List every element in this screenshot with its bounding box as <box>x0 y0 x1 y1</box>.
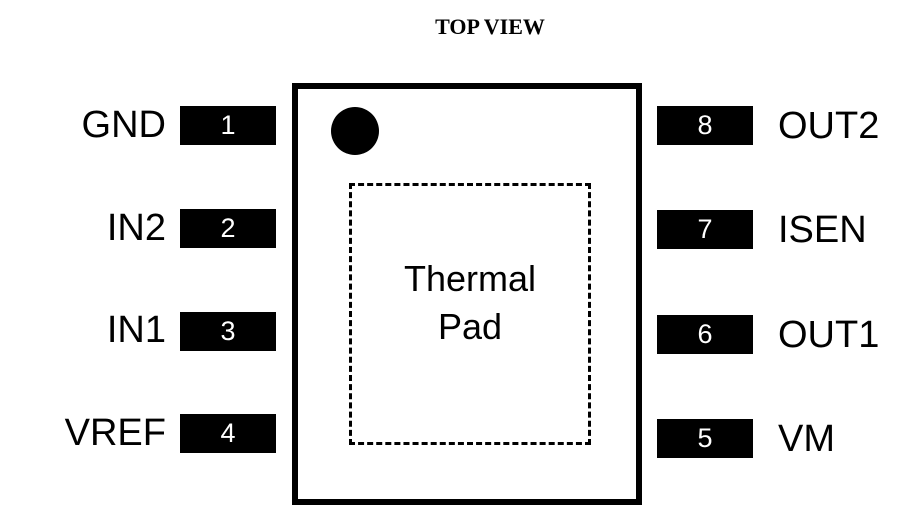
pin-8-label: OUT2 <box>778 105 880 147</box>
thermal-pad-label-line2: Pad <box>437 306 503 347</box>
pin-3: 3 <box>180 312 276 351</box>
pin-1: 1 <box>180 106 276 145</box>
pin-8: 8 <box>657 106 753 145</box>
pin1-indicator-dot <box>331 107 379 155</box>
pin-4: 4 <box>180 414 276 453</box>
pin-7: 7 <box>657 210 753 249</box>
pin-2: 2 <box>180 209 276 248</box>
pin-2-label: IN2 <box>106 207 166 249</box>
thermal-pad-label: Thermal Pad <box>349 255 591 351</box>
pin-3-label: IN1 <box>106 309 166 351</box>
thermal-pad-label-line1: Thermal <box>403 258 537 299</box>
package-outline <box>292 83 642 505</box>
pin-6-label: OUT1 <box>778 314 880 356</box>
pin-7-label: ISEN <box>778 209 867 251</box>
diagram-title: TOP VIEW <box>435 14 545 39</box>
pin-1-label: GND <box>81 104 166 146</box>
pin-5-label: VM <box>778 418 835 460</box>
pin-5: 5 <box>657 419 753 458</box>
pin-6: 6 <box>657 315 753 354</box>
pin-4-label: VREF <box>64 412 166 454</box>
thermal-pad-outline <box>349 183 591 445</box>
